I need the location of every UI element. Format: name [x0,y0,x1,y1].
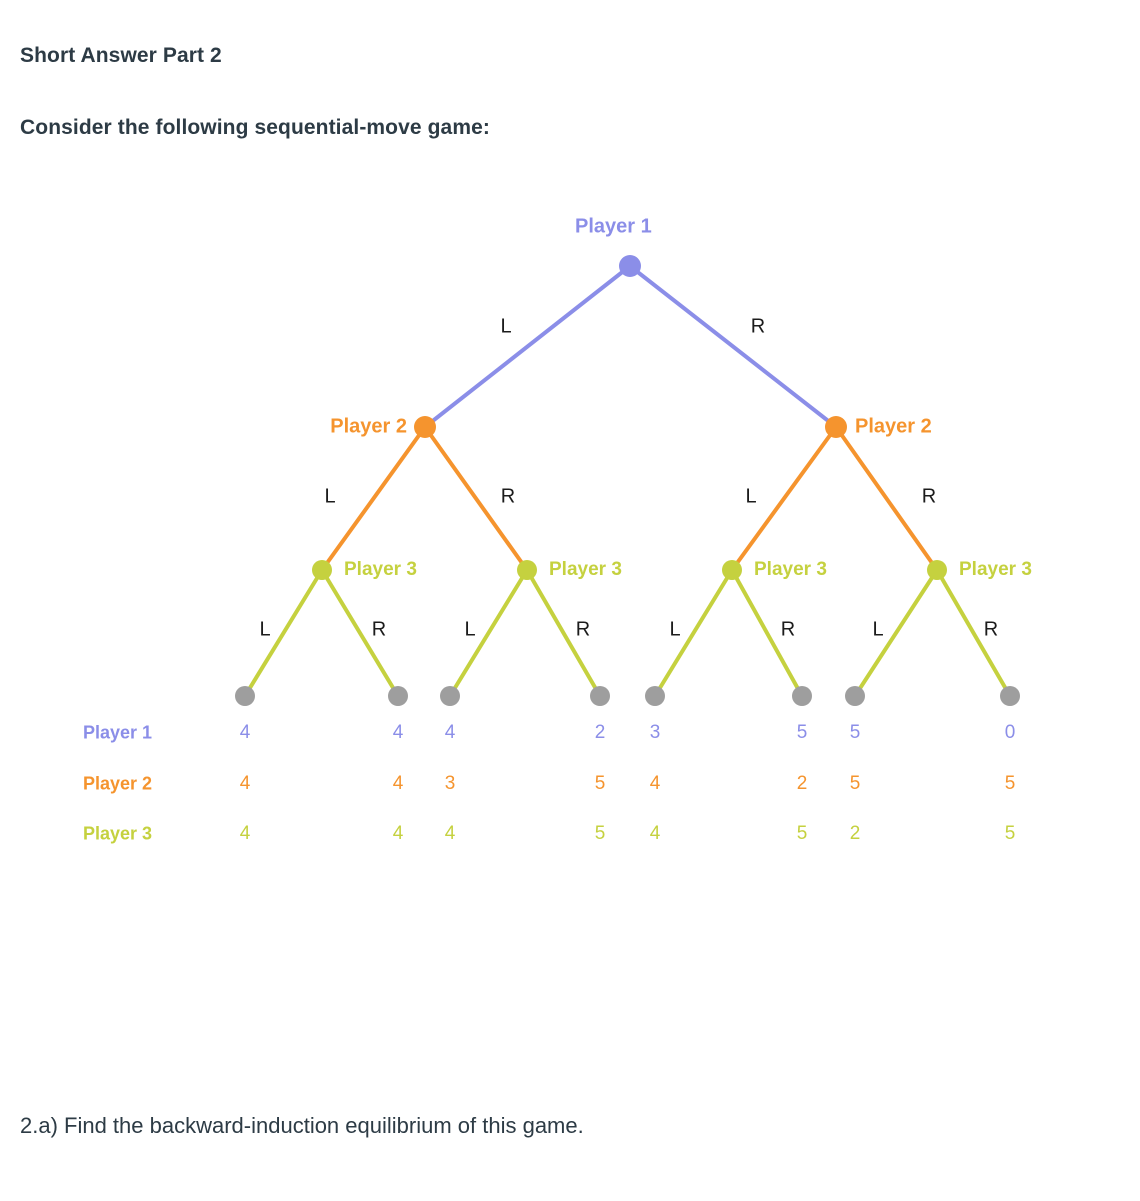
edge-label-p3b-R: R [575,618,591,641]
node-player3-3[interactable] [722,560,742,580]
terminal-node-2[interactable] [388,686,408,706]
node-player3-4[interactable] [927,560,947,580]
payoff-p1-c7: 5 [849,722,861,743]
payoff-row-label-player1: Player 1 [83,722,153,743]
player2-edges [320,425,939,572]
terminal-node-3[interactable] [440,686,460,706]
terminal-node-8[interactable] [1000,686,1020,706]
edge-label-p2a-R: R [500,485,516,508]
player3-edges [243,568,1012,698]
edge-p3a-R [320,568,400,698]
edge-root-L [423,264,632,429]
edge-label-p3a-L: L [259,618,271,641]
label-player1-root: Player 1 [575,215,652,238]
payoff-p3-c4: 5 [594,823,606,844]
terminal-node-6[interactable] [792,686,812,706]
edge-p2a-R [423,425,529,572]
payoff-p2-c5: 4 [649,773,661,794]
edge-label-p2b-R: R [921,485,937,508]
edge-p3b-R [525,568,602,698]
terminal-node-7[interactable] [845,686,865,706]
payoff-p2-c7: 5 [849,773,861,794]
payoff-p2-c3: 3 [444,773,456,794]
payoff-p3-c8: 5 [1004,823,1016,844]
edge-p3c-R [730,568,804,698]
label-player3-2: Player 3 [549,559,622,580]
page-title: Short Answer Part 2 [20,44,222,67]
payoff-p3-c6: 5 [796,823,808,844]
terminal-node-5[interactable] [645,686,665,706]
edge-p2b-R [834,425,939,572]
edge-root-R [628,264,838,429]
edge-p3d-L [853,568,939,698]
node-player3-1[interactable] [312,560,332,580]
node-player2-right[interactable] [825,416,847,438]
label-player3-4: Player 3 [959,559,1032,580]
question-text: 2.a) Find the backward-induction equilib… [20,1113,584,1138]
node-player1-root[interactable] [619,255,641,277]
payoff-p1-c6: 5 [796,722,808,743]
payoff-row-label-player2: Player 2 [83,773,153,794]
edge-label-root-L: L [500,315,512,338]
game-tree-svg [235,255,1020,706]
game-tree-figure: Player 1 Player 2 Player 2 Player 3 Play… [0,180,1140,880]
edge-label-p2a-L: L [324,485,336,508]
payoff-row-label-player3: Player 3 [83,823,153,844]
payoff-p1-c2: 4 [392,722,404,743]
payoff-p3-c7: 2 [849,823,861,844]
edge-label-p3c-L: L [669,618,681,641]
edge-label-p3c-R: R [780,618,796,641]
page-prompt: Consider the following sequential-move g… [20,116,490,139]
edge-label-root-R: R [750,315,766,338]
payoff-p1-c5: 3 [649,722,661,743]
node-player3-2[interactable] [517,560,537,580]
edge-p2a-L [320,425,427,572]
payoff-p2-c2: 4 [392,773,404,794]
edge-label-p3a-R: R [371,618,387,641]
terminal-node-4[interactable] [590,686,610,706]
edge-label-p3d-R: R [983,618,999,641]
payoff-p2-c8: 5 [1004,773,1016,794]
edge-label-p3b-L: L [464,618,476,641]
payoff-p3-c5: 4 [649,823,661,844]
player1-edges [423,264,838,429]
payoff-p3-c3: 4 [444,823,456,844]
edge-label-p2b-L: L [745,485,757,508]
payoff-p3-c2: 4 [392,823,404,844]
payoff-p1-c4: 2 [594,722,606,743]
payoff-p1-c3: 4 [444,722,456,743]
edge-p3d-R [935,568,1012,698]
payoff-p1-c1: 4 [239,722,251,743]
label-player2-right: Player 2 [855,415,932,438]
payoff-p3-c1: 4 [239,823,251,844]
payoff-p2-c1: 4 [239,773,251,794]
label-player3-3: Player 3 [754,559,827,580]
payoff-p2-c4: 5 [594,773,606,794]
edge-p3b-L [448,568,529,698]
edge-p2b-L [730,425,838,572]
payoff-p1-c8: 0 [1004,722,1016,743]
label-player2-left: Player 2 [330,415,407,438]
terminal-node-1[interactable] [235,686,255,706]
edge-p3c-L [653,568,734,698]
edge-label-p3d-L: L [872,618,884,641]
node-player2-left[interactable] [414,416,436,438]
edge-p3a-L [243,568,324,698]
label-player3-1: Player 3 [344,559,417,580]
payoff-p2-c6: 2 [796,773,808,794]
